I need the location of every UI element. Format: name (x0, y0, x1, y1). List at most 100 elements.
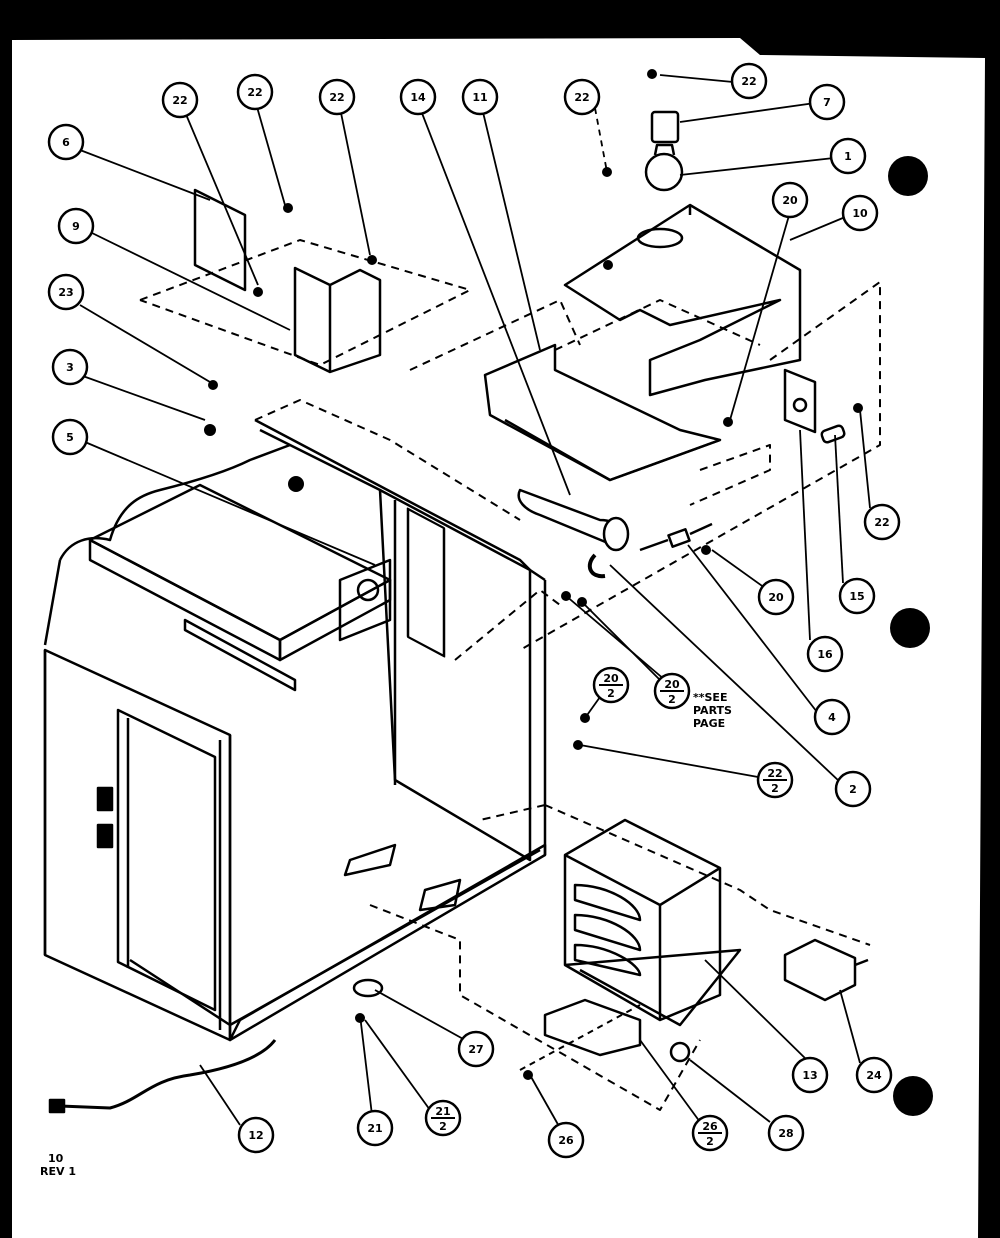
page-number: 10 (48, 1152, 64, 1165)
fraction-top: 20 (603, 672, 619, 685)
callout-2: 2 (834, 770, 872, 808)
callout-circle (461, 78, 499, 116)
callout-circle (730, 62, 768, 100)
callout-circle (318, 78, 356, 116)
callout-circle (399, 78, 437, 116)
callout-number: 16 (817, 648, 833, 661)
callout-14: 14 (399, 78, 437, 116)
callout-22: 22 (318, 78, 356, 116)
callout-number: 22 (874, 516, 889, 529)
fraction-bottom: 2 (668, 693, 676, 706)
binder-hole (890, 608, 930, 648)
callout-number: 24 (866, 1069, 882, 1082)
callout-number: 20 (782, 194, 798, 207)
callout-number: 21 (367, 1122, 382, 1135)
oven-cabinet (43, 418, 547, 1114)
fraction-bottom: 2 (607, 687, 615, 700)
callout-number: 3 (66, 361, 74, 374)
callout-28: 28 (767, 1114, 805, 1152)
callout-number: 1 (844, 150, 852, 163)
callout-number: 9 (72, 220, 80, 233)
callout-number: 7 (823, 96, 831, 109)
binder-hole (888, 156, 928, 196)
callout-circle (757, 578, 795, 616)
callout-circle (855, 1056, 893, 1094)
fraction-top: 21 (435, 1105, 450, 1118)
callout-circle (791, 1056, 829, 1094)
callout-circle (47, 123, 85, 161)
revision-label: REV 1 (40, 1165, 76, 1178)
callout-circle (51, 418, 89, 456)
callout-circle (57, 207, 95, 245)
callout-circle (808, 83, 846, 121)
callout-number: 13 (802, 1069, 817, 1082)
callout-circle (771, 181, 809, 219)
callout-7: 7 (808, 83, 846, 121)
callout-number: 20 (768, 591, 784, 604)
callout-23: 23 (47, 273, 85, 311)
callout-number: 5 (66, 431, 74, 444)
callout-22: 22 (563, 78, 601, 116)
callout-6: 6 (47, 123, 85, 161)
callout-13: 13 (791, 1056, 829, 1094)
binder-hole (893, 1076, 933, 1116)
fraction-callout-26-2: 262 (691, 1114, 729, 1152)
callout-circle (237, 1116, 275, 1154)
callout-circle (829, 137, 867, 175)
paper-sheet (12, 38, 985, 1238)
fraction-bottom: 2 (439, 1120, 447, 1133)
callout-16: 16 (806, 635, 844, 673)
callout-20: 20 (757, 578, 795, 616)
callout-circle (47, 273, 85, 311)
callout-22: 22 (730, 62, 768, 100)
callout-circle (838, 577, 876, 615)
callout-26: 26 (547, 1121, 585, 1159)
callout-circle (813, 698, 851, 736)
fraction-bottom: 2 (706, 1135, 714, 1148)
callout-22: 22 (236, 73, 274, 111)
callout-24: 24 (855, 1056, 893, 1094)
callout-circle (767, 1114, 805, 1152)
see-parts-note-line-2: PARTS (693, 704, 732, 717)
callout-number: 14 (410, 91, 426, 104)
callout-3: 3 (51, 348, 89, 386)
callout-4: 4 (813, 698, 851, 736)
callout-circle (161, 81, 199, 119)
fraction-callout-22-2: 222 (756, 761, 794, 799)
callout-number: 22 (247, 86, 262, 99)
callout-circle (356, 1109, 394, 1147)
callout-21: 21 (356, 1109, 394, 1147)
see-parts-note-line-3: PAGE (693, 717, 725, 730)
fraction-bottom: 2 (771, 782, 779, 795)
callout-circle (547, 1121, 585, 1159)
callout-27: 27 (457, 1030, 495, 1068)
see-parts-note-line-1: **SEE (693, 691, 727, 704)
callout-circle (806, 635, 844, 673)
screws (204, 69, 863, 1080)
fraction-top: 22 (767, 767, 782, 780)
callout-number: 15 (849, 590, 864, 603)
callout-9: 9 (57, 207, 95, 245)
callout-number: 22 (574, 91, 589, 104)
callout-number: 4 (828, 711, 836, 724)
callout-20: 20 (771, 181, 809, 219)
callout-number: 11 (472, 91, 487, 104)
callout-12: 12 (237, 1116, 275, 1154)
callout-circle (51, 348, 89, 386)
callout-5: 5 (51, 418, 89, 456)
callout-circle (563, 78, 601, 116)
callout-number: 6 (62, 136, 70, 149)
callout-circle (236, 73, 274, 111)
callout-number: 10 (852, 207, 868, 220)
callout-circle (834, 770, 872, 808)
callout-circle (863, 503, 901, 541)
upper-right-parts (409, 110, 881, 651)
fraction-callout-20-2: 202 (592, 666, 630, 704)
callout-number: 12 (248, 1129, 263, 1142)
callout-22: 22 (863, 503, 901, 541)
callout-10: 10 (841, 194, 879, 232)
callout-number: 23 (58, 286, 73, 299)
callout-1: 1 (829, 137, 867, 175)
